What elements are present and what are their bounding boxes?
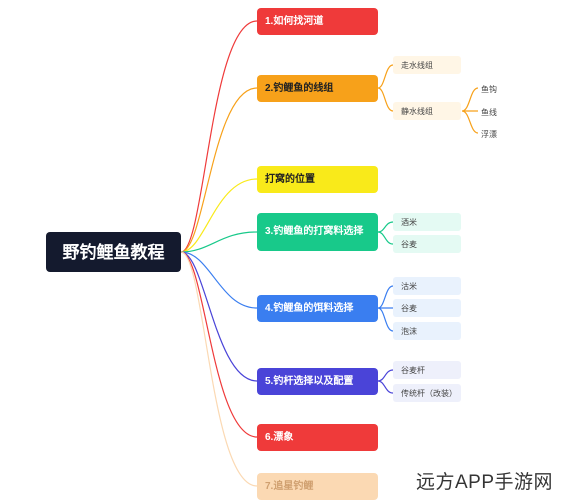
branch-6-label: 5.钓杆选择以及配置 (265, 376, 354, 387)
leaf-hook[interactable]: 鱼钩 (481, 84, 497, 94)
link-rod (377, 369, 394, 394)
link-branch-2 (180, 87, 258, 253)
branch-4-label: 3.钓鲤鱼的打窝料选择 (265, 226, 364, 237)
branch-8-label: 7.追星钓鲤 (265, 481, 314, 492)
leaf-still-water-line[interactable]: 静水线组 (393, 102, 461, 120)
branch-5-label: 4.钓鲤鱼的饵料选择 (265, 303, 354, 314)
leaf-float[interactable]: 浮漂 (481, 129, 497, 139)
root-node[interactable]: 野钓鲤鱼教程 (46, 232, 181, 272)
leaf-rice-bait[interactable]: 沽米 (393, 277, 461, 295)
branch-2-line-group[interactable]: 2.钓鲤鱼的线组 (257, 75, 378, 102)
leaf-grain-bait[interactable]: 谷麦 (393, 299, 461, 317)
branch-8-star-fishing[interactable]: 7.追星钓鲤 (257, 473, 378, 500)
branch-3-label: 打窝的位置 (265, 174, 315, 185)
watermark: 远方APP手游网 (416, 472, 554, 493)
link-still-water (461, 87, 479, 134)
branch-7-label: 6.漂象 (265, 432, 294, 443)
link-branch-1 (180, 20, 258, 253)
link-branch-7 (180, 251, 258, 438)
leaf-grain-groundbait[interactable]: 谷麦 (393, 235, 461, 253)
branch-3-groundbait-spot[interactable]: 打窝的位置 (257, 166, 378, 193)
leaf-running-water-line[interactable]: 走水线组 (393, 56, 461, 74)
leaf-grain-rod[interactable]: 谷麦杆 (393, 361, 461, 379)
link-branch-6 (180, 251, 258, 382)
branch-1-find-river[interactable]: 1.如何找河道 (257, 8, 378, 35)
link-bait (377, 285, 394, 332)
branch-7-float[interactable]: 6.漂象 (257, 424, 378, 451)
link-branch-4 (180, 231, 258, 253)
leaf-wine-rice[interactable]: 酒米 (393, 213, 461, 231)
branch-5-bait-choice[interactable]: 4.钓鲤鱼的饵料选择 (257, 295, 378, 322)
link-line-group (377, 64, 394, 112)
branch-2-label: 2.钓鲤鱼的线组 (265, 83, 334, 94)
link-branch-5 (180, 251, 258, 309)
leaf-traditional-rod[interactable]: 传统杆（改装） (393, 384, 461, 402)
link-branch-8 (180, 251, 258, 487)
link-branch-3 (180, 178, 258, 253)
leaf-foam[interactable]: 泡沫 (393, 322, 461, 340)
branch-4-groundbait-choice[interactable]: 3.钓鲤鱼的打窝料选择 (257, 213, 378, 251)
link-groundbait (377, 221, 394, 245)
branch-1-label: 1.如何找河道 (265, 16, 324, 27)
leaf-fishing-line[interactable]: 鱼线 (481, 107, 497, 117)
branch-6-rod-choice[interactable]: 5.钓杆选择以及配置 (257, 368, 378, 395)
